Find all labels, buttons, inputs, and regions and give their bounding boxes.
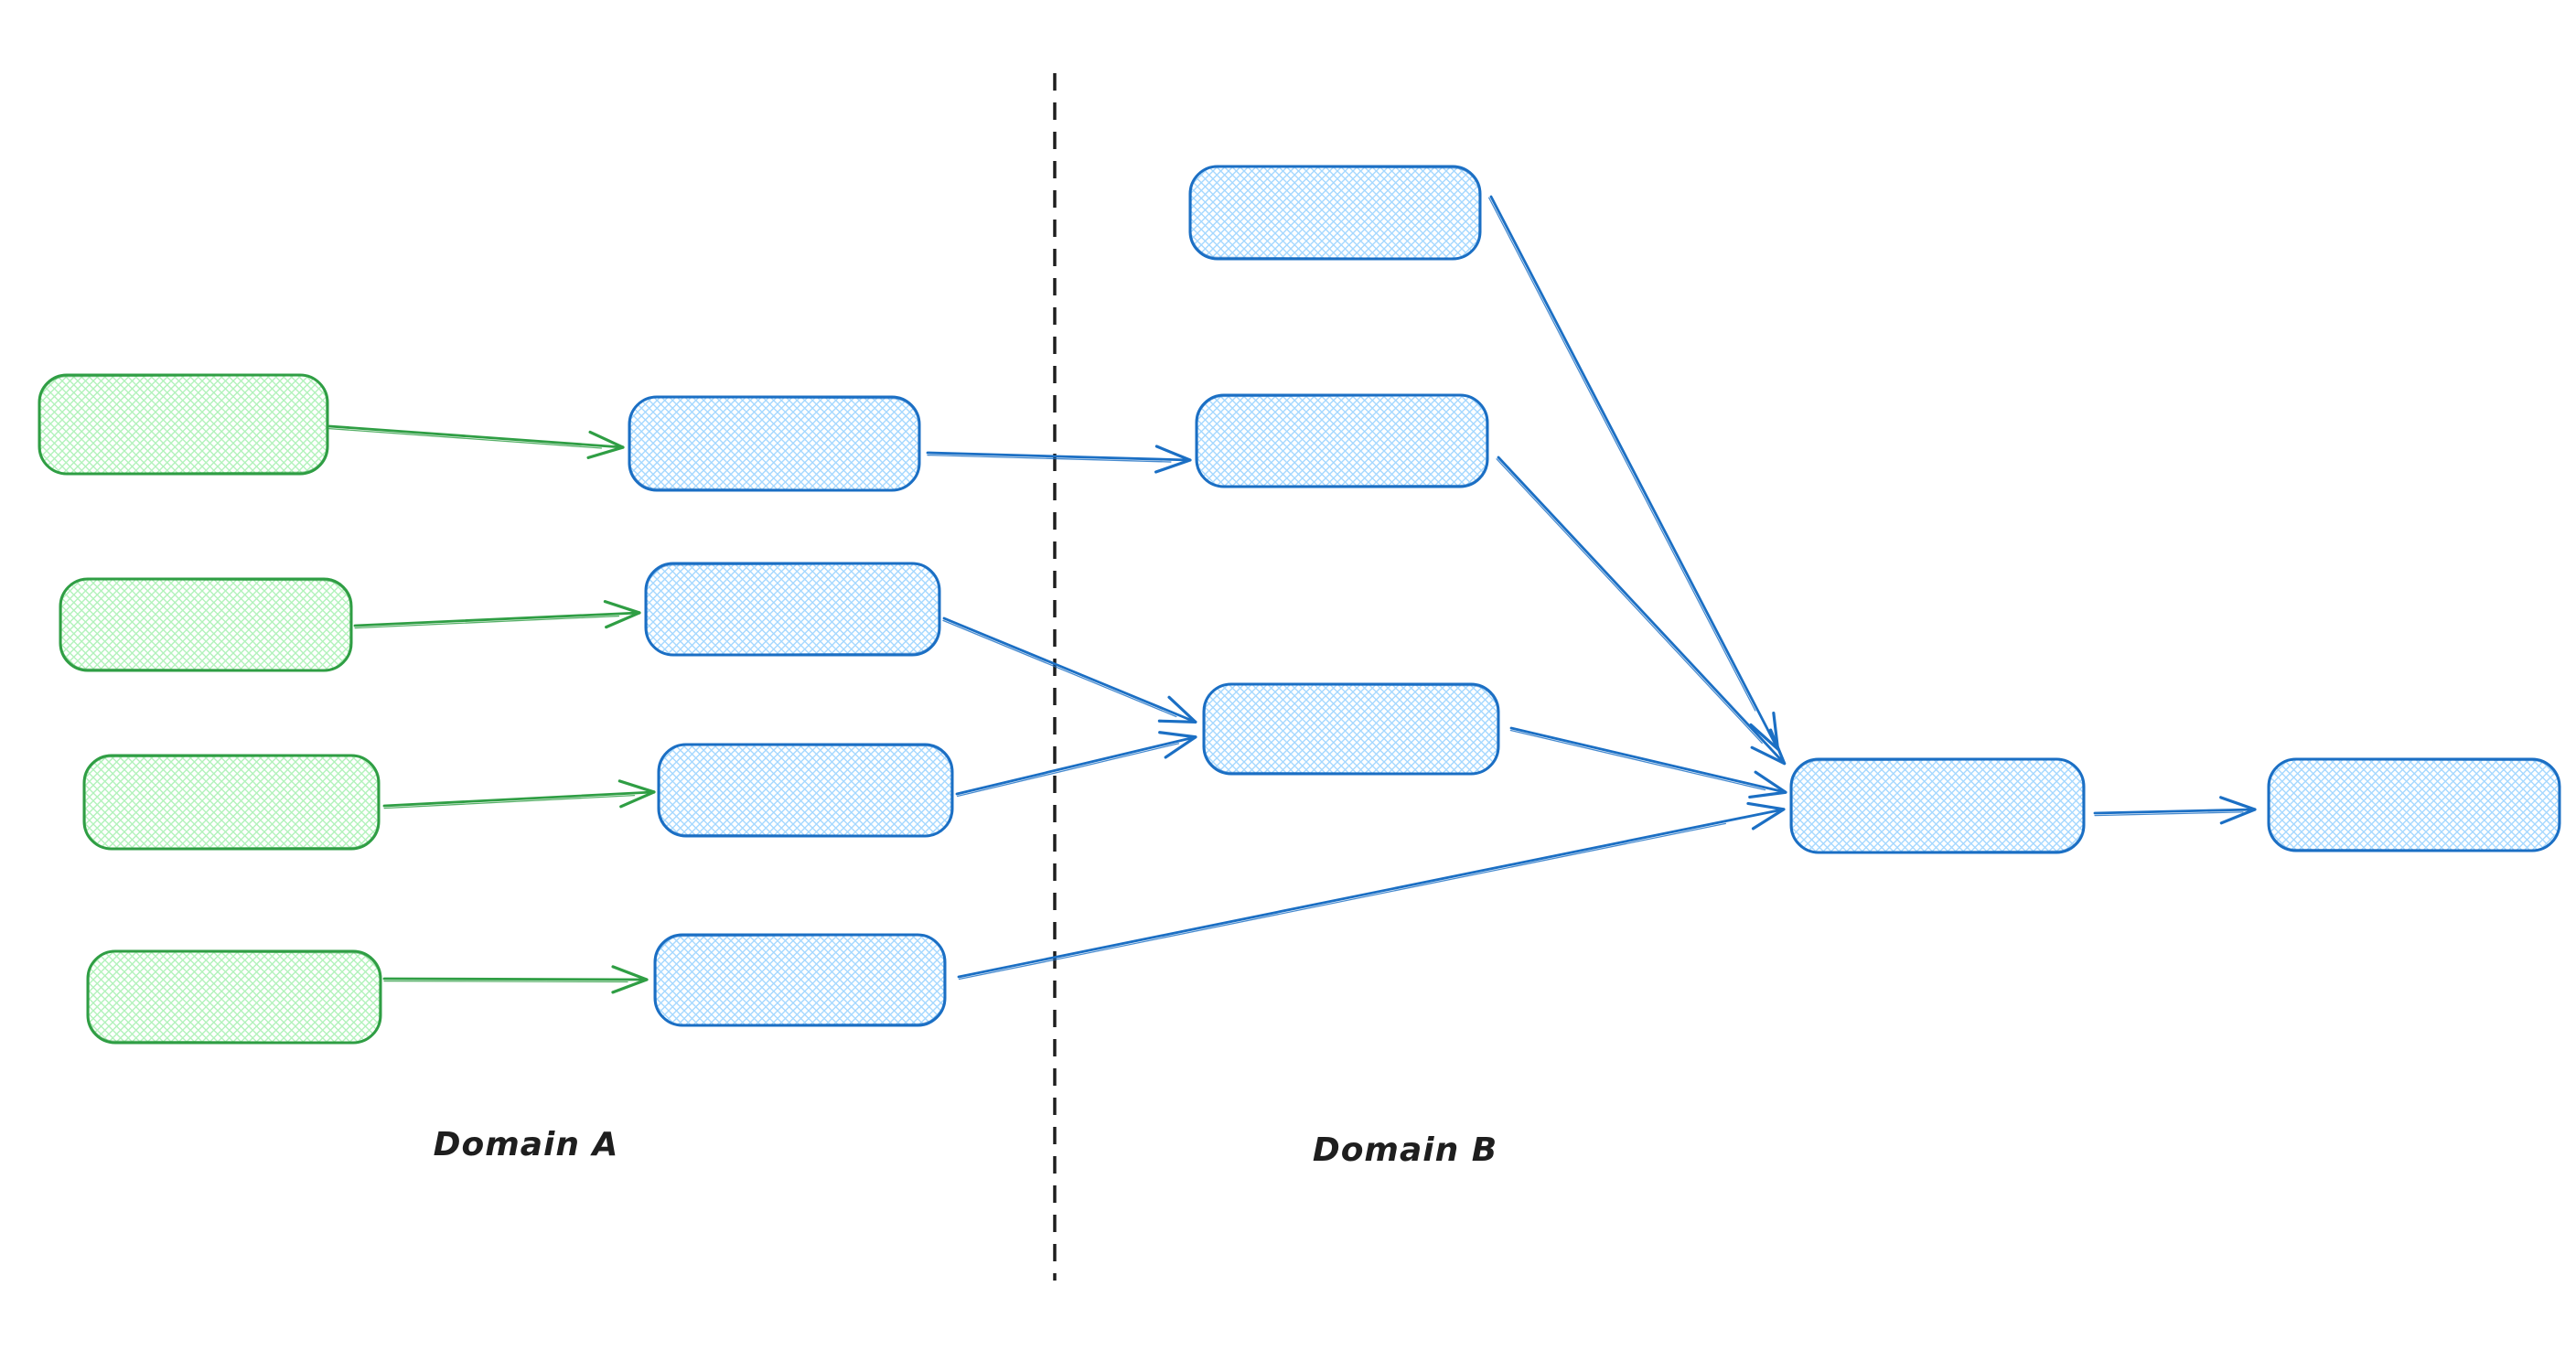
edge-source-a3-to-stage-a3-sketch-stroke (383, 794, 636, 809)
node-stage-b2-sketch-stroke (1197, 394, 1487, 488)
node-source-a4 (86, 949, 382, 1045)
node-source-a4-sketch-stroke (88, 950, 381, 1044)
node-stage-a3 (657, 743, 954, 838)
node-source-a3 (82, 754, 381, 851)
edge-stage-b3-to-aggregator-sketch-stroke (1509, 729, 1766, 791)
node-stage-a1 (628, 395, 921, 492)
edge-stage-a4-to-aggregator (957, 801, 1786, 979)
edge-stage-b1-to-aggregator (1489, 195, 1780, 751)
edge-source-a1-to-stage-a1 (327, 424, 625, 459)
edge-source-a2-to-stage-a2 (353, 600, 641, 629)
edge-stage-b1-to-aggregator-sketch-stroke (1488, 197, 1756, 712)
node-stage-a4 (653, 933, 947, 1027)
node-aggregator-b-sketch-stroke (1791, 758, 2084, 853)
node-stage-b2 (1195, 393, 1489, 488)
edge-stage-a1-to-stage-b2 (926, 445, 1192, 474)
node-source-a1-sketch-stroke (39, 374, 327, 475)
edge-source-a4-to-stage-a4-sketch-stroke (383, 980, 628, 983)
node-source-a3-sketch-stroke (84, 755, 379, 850)
node-output-b-sketch-stroke (2269, 758, 2560, 852)
node-stage-a4-sketch-stroke (655, 934, 945, 1026)
edge-stage-a3-to-stage-b3 (955, 731, 1197, 796)
edge-stage-a2-to-stage-b3 (942, 616, 1197, 724)
edge-source-a2-to-stage-a2-sketch-stroke (354, 615, 620, 629)
edge-aggregator-to-output (2093, 796, 2257, 825)
labels-layer: Domain A Domain B (434, 1126, 1497, 1169)
node-stage-a3-sketch-stroke (659, 744, 952, 837)
edge-aggregator-to-output-sketch-stroke (2094, 811, 2244, 817)
node-stage-b1-sketch-stroke (1190, 166, 1480, 260)
domain-a-label: Domain A (434, 1126, 619, 1163)
edge-stage-b2-to-aggregator (1497, 456, 1787, 766)
node-stage-a1-sketch-stroke (629, 396, 919, 491)
node-stage-a2-sketch-stroke (646, 563, 939, 656)
edge-stage-a1-to-stage-b2-sketch-stroke (927, 454, 1172, 463)
node-source-a1 (38, 373, 329, 476)
node-aggregator-b (1789, 757, 2086, 854)
node-stage-b1 (1188, 165, 1482, 261)
edges-layer (327, 195, 2257, 994)
edge-stage-b2-to-aggregator-sketch-stroke (1496, 458, 1763, 745)
edge-source-a1-to-stage-a1-sketch-stroke (328, 427, 603, 449)
node-stage-b3 (1202, 682, 1500, 776)
node-output-b (2267, 757, 2561, 852)
edge-stage-a4-to-aggregator-sketch-stroke (958, 822, 1727, 981)
node-source-a2-sketch-stroke (60, 578, 351, 671)
node-stage-b3-sketch-stroke (1204, 683, 1498, 775)
edge-stage-a3-to-stage-b3-sketch-stroke (956, 743, 1180, 798)
edge-source-a3-to-stage-a3 (382, 779, 656, 809)
nodes-layer (38, 165, 2561, 1045)
edge-stage-a2-to-stage-b3-sketch-stroke (942, 619, 1177, 718)
domain-b-label: Domain B (1313, 1131, 1497, 1169)
node-stage-a2 (644, 562, 941, 657)
edge-stage-b3-to-aggregator (1509, 726, 1787, 799)
node-source-a2 (59, 577, 353, 672)
edge-source-a4-to-stage-a4 (382, 965, 649, 994)
